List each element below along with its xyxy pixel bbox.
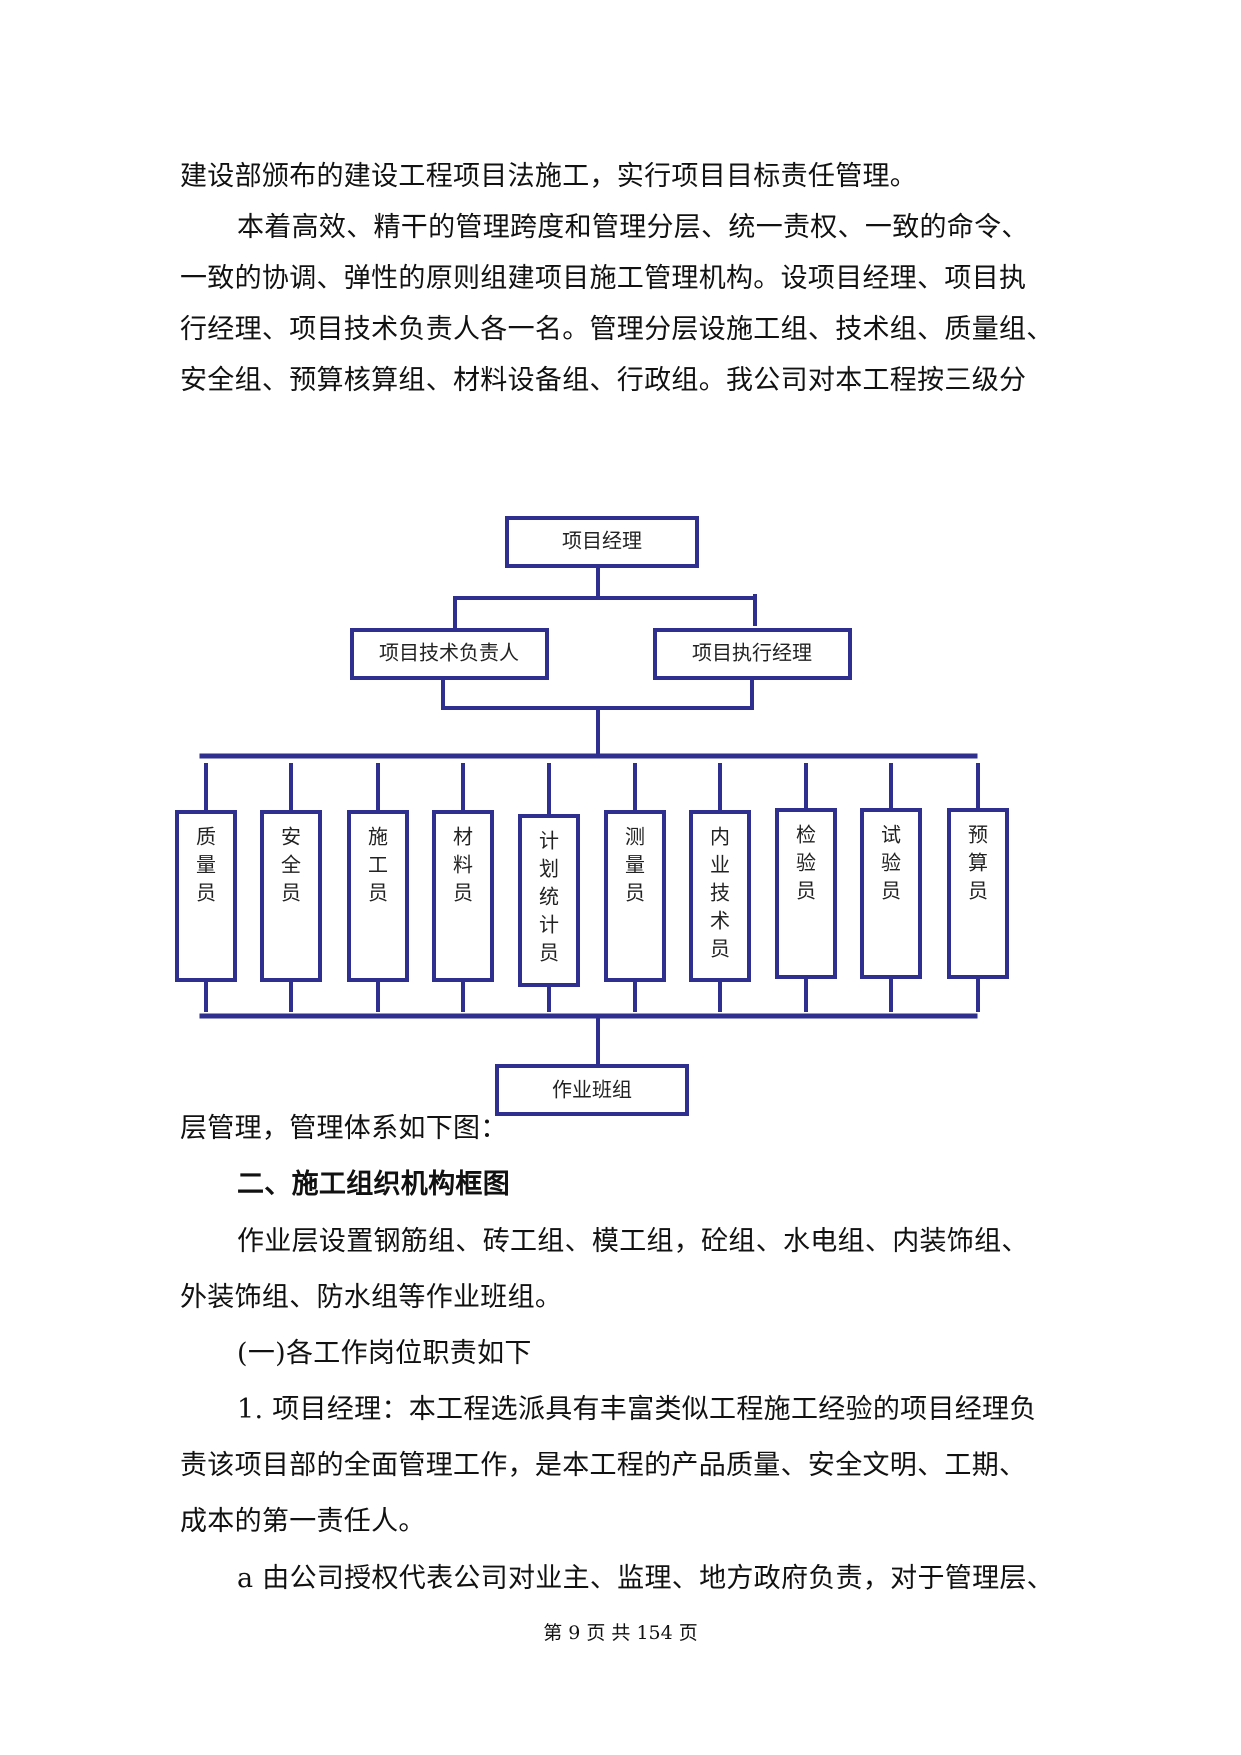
box-label: 作业班组 <box>552 1078 632 1102</box>
staff-label-char: 算 <box>968 851 988 875</box>
paragraph-line: 本着高效、精干的管理跨度和管理分层、统一责权、一致的命令、 <box>237 212 1029 243</box>
staff-label-char: 员 <box>196 881 216 905</box>
box-staff <box>604 810 666 982</box>
staff-label-char: 工 <box>368 853 388 877</box>
paragraph-line: 安全组、预算核算组、材料设备组、行政组。我公司对本工程按三级分 <box>180 365 1027 396</box>
staff-label-char: 业 <box>710 853 730 877</box>
staff-label-char: 员 <box>625 881 645 905</box>
box-staff <box>860 808 922 979</box>
staff-label-char: 安 <box>281 825 301 849</box>
staff-label-char: 员 <box>710 937 730 961</box>
staff-label-char: 员 <box>281 881 301 905</box>
staff-label-char: 验 <box>881 851 901 875</box>
box-tech-lead <box>350 628 549 680</box>
box-staff <box>775 808 837 979</box>
staff-label-char: 员 <box>539 941 559 965</box>
staff-label-char: 技 <box>710 881 730 905</box>
paragraph-line: 建设部颁布的建设工程项目法施工，实行项目目标责任管理。 <box>180 161 918 192</box>
staff-label-char: 全 <box>281 853 301 877</box>
box-staff <box>175 810 237 982</box>
staff-label-char: 量 <box>625 853 645 877</box>
paragraph-line: 成本的第一责任人。 <box>180 1506 426 1537</box>
box-staff <box>518 814 580 987</box>
staff-label-char: 员 <box>968 879 988 903</box>
box-label: 项目经理 <box>562 529 642 553</box>
box-staff <box>347 810 409 982</box>
paragraph-line: 行经理、项目技术负责人各一名。管理分层设施工组、技术组、质量组、 <box>180 314 1054 345</box>
staff-label-char: 检 <box>796 823 816 847</box>
staff-label-char: 预 <box>968 823 988 847</box>
box-staff <box>947 808 1009 979</box>
box-label: 项目技术负责人 <box>379 641 519 665</box>
staff-label-char: 验 <box>796 851 816 875</box>
section-heading: 二、施工组织机构框图 <box>237 1169 510 1200</box>
staff-label-char: 术 <box>710 909 730 933</box>
staff-label-char: 员 <box>796 879 816 903</box>
box-staff <box>689 810 751 982</box>
box-project-manager <box>505 516 699 568</box>
staff-label-char: 施 <box>368 825 388 849</box>
staff-label-char: 试 <box>881 823 901 847</box>
staff-label-char: 计 <box>539 913 559 937</box>
paragraph-line: a 由公司授权代表公司对业主、监理、地方政府负责，对于管理层、 <box>237 1563 1054 1594</box>
page-footer: 第 9 页 共 154 页 <box>543 1622 698 1644</box>
paragraph-line: 一致的协调、弹性的原则组建项目施工管理机构。设项目经理、项目执 <box>180 263 1027 294</box>
staff-label-char: 计 <box>539 829 559 853</box>
staff-label-char: 料 <box>453 853 473 877</box>
paragraph-line: 层管理，管理体系如下图： <box>180 1113 508 1144</box>
paragraph-line: 责该项目部的全面管理工作，是本工程的产品质量、安全文明、工期、 <box>180 1450 1027 1481</box>
box-label: 项目执行经理 <box>692 641 812 665</box>
box-staff <box>260 810 322 982</box>
staff-label-char: 划 <box>539 857 559 881</box>
staff-label-char: 员 <box>368 881 388 905</box>
paragraph-line: 外装饰组、防水组等作业班组。 <box>180 1282 563 1313</box>
box-exec-manager <box>653 628 852 680</box>
staff-label-char: 材 <box>453 825 473 849</box>
staff-label-char: 员 <box>881 879 901 903</box>
paragraph-line: (一)各工作岗位职责如下 <box>237 1338 532 1369</box>
box-work-team <box>495 1064 689 1116</box>
staff-label-char: 统 <box>539 885 559 909</box>
staff-label-char: 量 <box>196 853 216 877</box>
staff-label-char: 员 <box>453 881 473 905</box>
staff-label-char: 测 <box>625 825 645 849</box>
paragraph-line: 作业层设置钢筋组、砖工组、模工组，砼组、水电组、内装饰组、 <box>237 1226 1029 1257</box>
paragraph-line: 1. 项目经理：本工程选派具有丰富类似工程施工经验的项目经理负 <box>237 1394 1037 1425</box>
staff-label-char: 内 <box>710 825 730 849</box>
staff-label-char: 质 <box>196 825 216 849</box>
